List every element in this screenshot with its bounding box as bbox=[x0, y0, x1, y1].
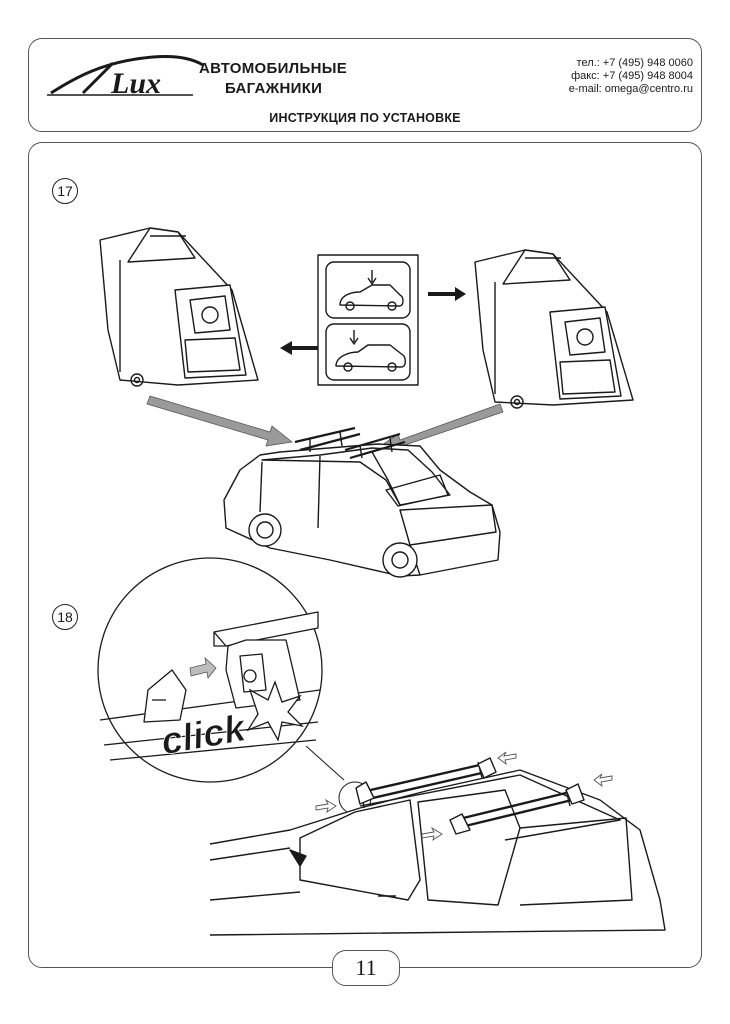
contacts: тел.: +7 (495) 948 0060 факс: +7 (495) 9… bbox=[569, 57, 693, 96]
step-17-badge: 17 bbox=[52, 178, 78, 204]
instruction-title: ИНСТРУКЦИЯ ПО УСТАНОВКЕ bbox=[269, 111, 461, 125]
step-18-badge: 18 bbox=[52, 604, 78, 630]
email-text: e-mail: omega@centro.ru bbox=[568, 83, 693, 95]
lux-logo: Lux bbox=[47, 55, 204, 100]
phone-text: тел.: +7 (495) 948 0060 bbox=[576, 57, 693, 69]
selector-arrows bbox=[280, 287, 466, 355]
click-callout-circle: click bbox=[97, 557, 323, 783]
placement-arrows bbox=[146, 395, 504, 453]
right-foot-drawing bbox=[474, 249, 634, 409]
car-18-drawing bbox=[209, 757, 666, 936]
small-arrows bbox=[315, 751, 613, 842]
car-type-selector bbox=[317, 254, 419, 386]
callout-connector bbox=[305, 745, 345, 781]
page-number: 11 bbox=[332, 950, 400, 986]
car-17-drawing bbox=[223, 426, 501, 578]
left-foot-drawing bbox=[99, 227, 259, 387]
header-box: Lux АВТОМОБИЛЬНЫЕ БАГАЖНИКИ тел.: +7 (49… bbox=[28, 38, 702, 132]
brand-line-1: АВТОМОБИЛЬНЫЕ bbox=[199, 60, 348, 77]
fax-text: факс: +7 (495) 948 8004 bbox=[571, 70, 693, 82]
brand-line-2: БАГАЖНИКИ bbox=[225, 80, 323, 97]
brand-name: АВТОМОБИЛЬНЫЕ БАГАЖНИКИ bbox=[199, 59, 347, 99]
